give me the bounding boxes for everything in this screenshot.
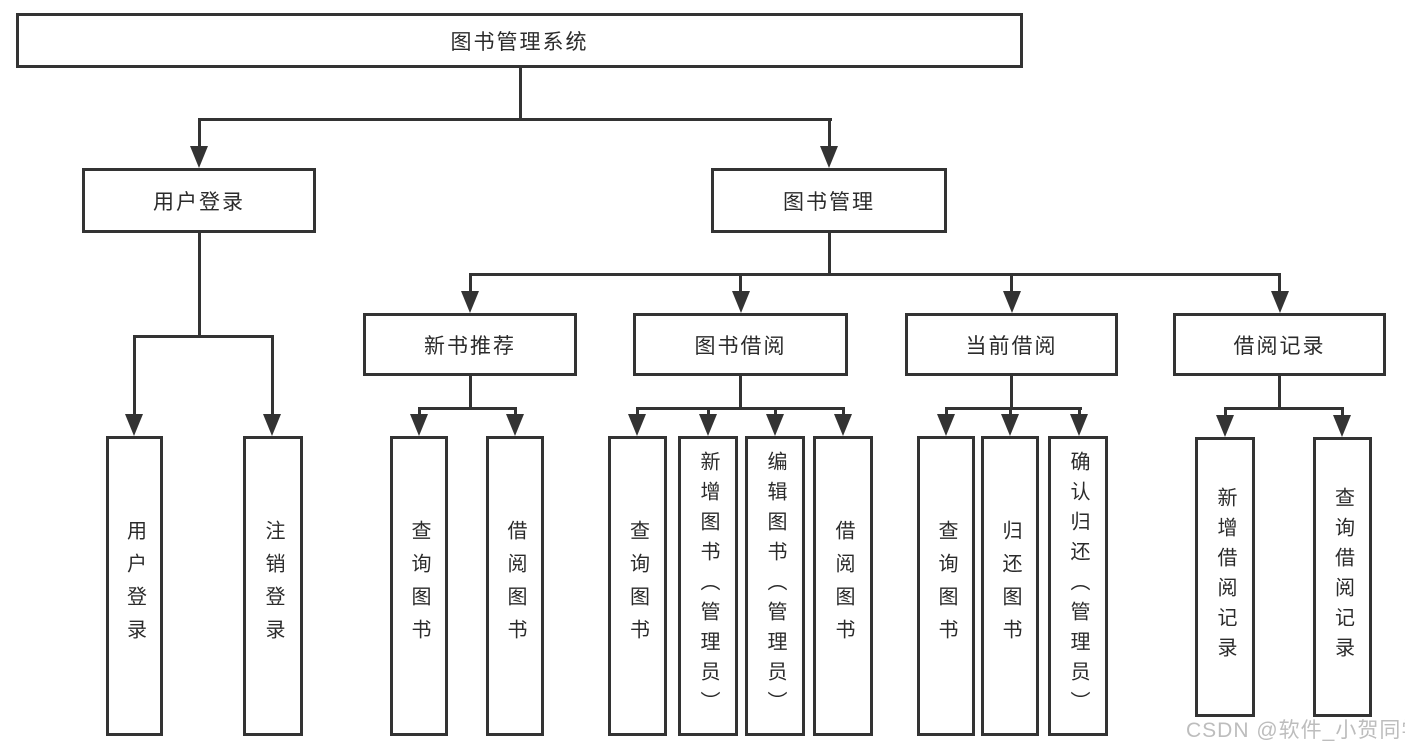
connector-to-new-books [469, 273, 472, 295]
connector-to-leaf [707, 407, 710, 417]
node-user-login: 用户登录 [82, 168, 316, 233]
arrowhead-icon [820, 146, 838, 168]
csdn-watermark: CSDN @软件_小贺同学 [1186, 719, 1405, 742]
arrowhead-icon [1001, 414, 1019, 436]
arrowhead-icon [628, 414, 646, 436]
connector-book-mgmt-stem [828, 233, 831, 273]
arrowhead-icon [1333, 415, 1351, 437]
arrowhead-icon [1070, 414, 1088, 436]
connector-book-mgmt-split [469, 273, 1281, 276]
connector-book-borrow-split [636, 407, 844, 410]
node-new-books: 新书推荐 [363, 313, 577, 376]
connector-to-user-login [198, 118, 201, 150]
connector-to-leaf [636, 407, 639, 417]
connector-to-borrow-records [1278, 273, 1281, 295]
arrowhead-icon [1271, 291, 1289, 313]
arrowhead-icon [125, 414, 143, 436]
arrowhead-icon [190, 146, 208, 168]
connector-book-borrow-stem [739, 376, 742, 407]
leaf-return-books: 归还图书 [981, 436, 1039, 736]
connector-user-login-stem [198, 233, 201, 335]
arrowhead-icon [1216, 415, 1234, 437]
connector-to-leaf [1224, 407, 1227, 417]
connector-borrow-records-stem [1278, 376, 1281, 407]
leaf-add-books-admin: 新增图书（管理员） [678, 436, 738, 736]
connector-to-leaf [1009, 407, 1012, 417]
connector-current-borrow-split [945, 407, 1082, 410]
arrowhead-icon [263, 414, 281, 436]
connector-new-books-split [418, 407, 517, 410]
connector-to-book-mgmt [828, 118, 831, 150]
leaf-query-borrow-record: 查询借阅记录 [1313, 437, 1372, 717]
leaf-user-login: 用户登录 [106, 436, 163, 736]
node-root: 图书管理系统 [16, 13, 1023, 68]
leaf-borrow-books-1: 借阅图书 [486, 436, 544, 736]
arrowhead-icon [834, 414, 852, 436]
node-book-borrow: 图书借阅 [633, 313, 848, 376]
leaf-query-books-1: 查询图书 [390, 436, 448, 736]
arrowhead-icon [732, 291, 750, 313]
connector-to-leaf [133, 335, 136, 418]
connector-to-leaf [1078, 407, 1081, 417]
leaf-logout: 注销登录 [243, 436, 303, 736]
leaf-confirm-return-admin: 确认归还（管理员） [1048, 436, 1108, 736]
node-book-mgmt: 图书管理 [711, 168, 947, 233]
arrowhead-icon [937, 414, 955, 436]
connector-new-books-stem [469, 376, 472, 407]
connector-to-book-borrow [739, 273, 742, 295]
connector-root-split [198, 118, 832, 121]
connector-to-leaf [271, 335, 274, 418]
leaf-query-books-2: 查询图书 [608, 436, 667, 736]
connector-root-stem [519, 68, 522, 118]
arrowhead-icon [410, 414, 428, 436]
connector-user-login-split [133, 335, 274, 338]
leaf-edit-books-admin: 编辑图书（管理员） [745, 436, 805, 736]
arrowhead-icon [766, 414, 784, 436]
connector-to-leaf [418, 407, 421, 417]
connector-to-leaf [842, 407, 845, 417]
leaf-add-borrow-record: 新增借阅记录 [1195, 437, 1255, 717]
leaf-borrow-books-2: 借阅图书 [813, 436, 873, 736]
node-borrow-records: 借阅记录 [1173, 313, 1386, 376]
connector-to-leaf [945, 407, 948, 417]
connector-to-leaf [1341, 407, 1344, 417]
arrowhead-icon [506, 414, 524, 436]
node-current-borrow: 当前借阅 [905, 313, 1118, 376]
arrowhead-icon [461, 291, 479, 313]
connector-current-borrow-stem [1010, 376, 1013, 407]
connector-to-current-borrow [1010, 273, 1013, 295]
arrowhead-icon [699, 414, 717, 436]
leaf-query-books-3: 查询图书 [917, 436, 975, 736]
arrowhead-icon [1003, 291, 1021, 313]
connector-borrow-records-split [1224, 407, 1344, 410]
connector-to-leaf [774, 407, 777, 417]
connector-to-leaf [514, 407, 517, 417]
